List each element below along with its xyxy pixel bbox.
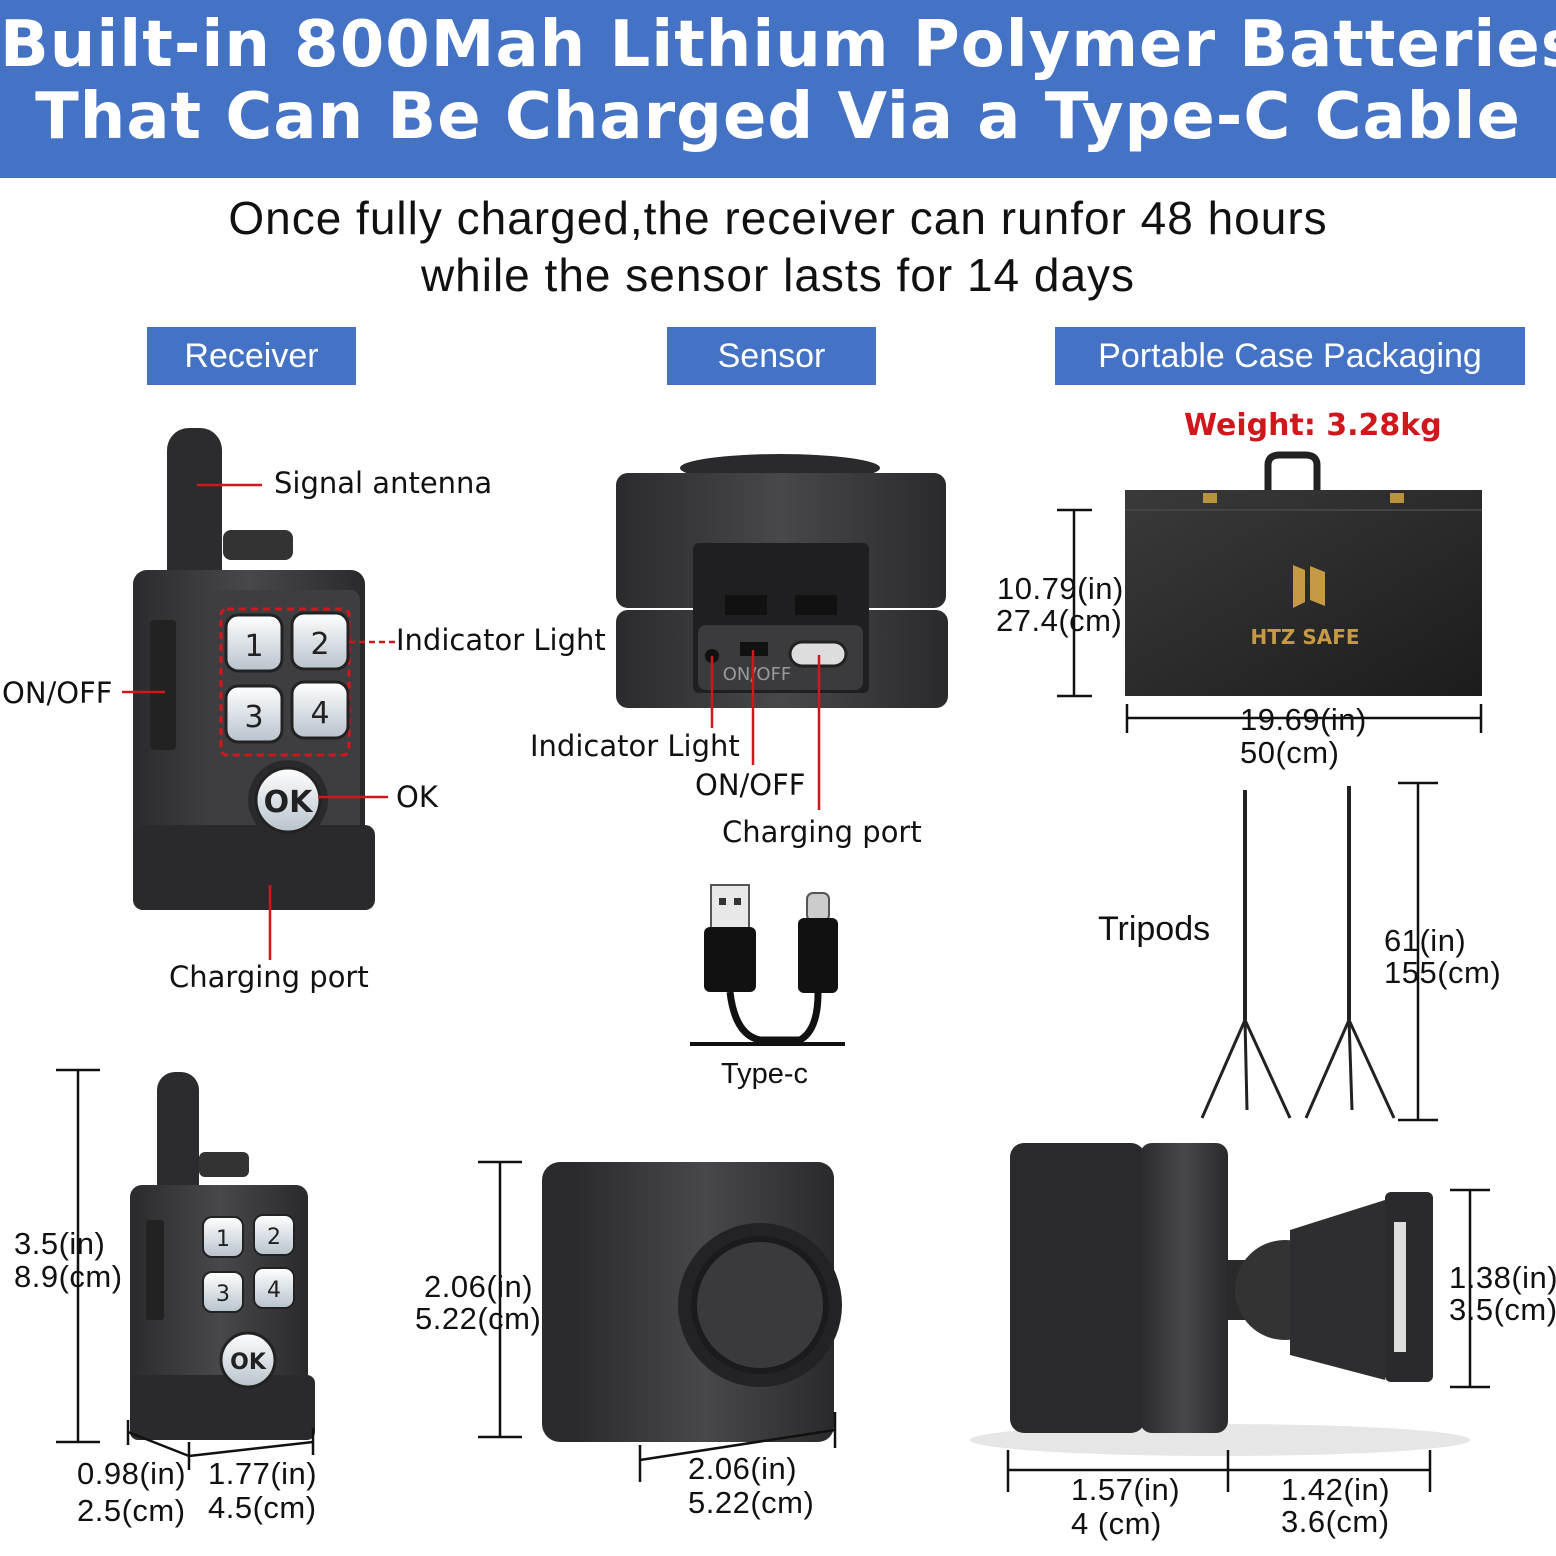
brand-logo bbox=[1293, 565, 1325, 608]
key-4-label: 4 bbox=[310, 696, 329, 731]
key-2-label: 2 bbox=[310, 627, 329, 662]
label-receiver-indicator-light: Indicator Light bbox=[396, 623, 606, 657]
case-height-in: 10.79(in) bbox=[997, 571, 1124, 606]
case-width-cm: 50(cm) bbox=[1240, 735, 1340, 770]
svg-text:1: 1 bbox=[216, 1227, 230, 1252]
tripod-height-cm: 155(cm) bbox=[1384, 955, 1502, 990]
label-sensor-onoff: ON/OFF bbox=[695, 768, 806, 802]
label-signal-antenna: Signal antenna bbox=[274, 466, 493, 500]
receiver-tag: Receiver bbox=[147, 327, 356, 385]
label-receiver-onoff: ON/OFF bbox=[2, 676, 113, 710]
receiver-width-cm: 4.5(cm) bbox=[208, 1490, 317, 1525]
battery-subtitle-line1: Once fully charged,the receiver can runf… bbox=[228, 192, 1328, 244]
case-image: HTZ SAFE bbox=[1125, 451, 1482, 696]
sensor-width-cm: 5.22(cm) bbox=[688, 1485, 815, 1520]
tripod-height-in: 61(in) bbox=[1384, 923, 1467, 958]
case-tag: Portable Case Packaging bbox=[1055, 327, 1525, 385]
receiver-device: 1 2 3 4 OK bbox=[133, 428, 375, 910]
mount-depth-in: 1.42(in) bbox=[1281, 1472, 1391, 1507]
case-weight: Weight: 3.28kg bbox=[1184, 408, 1442, 443]
sensor-width-in: 2.06(in) bbox=[688, 1451, 798, 1486]
label-type-c: Type-c bbox=[721, 1058, 809, 1090]
receiver-antenna bbox=[167, 428, 222, 598]
key-1-label: 1 bbox=[244, 629, 263, 664]
key-3 bbox=[224, 684, 284, 744]
svg-text:2: 2 bbox=[267, 1225, 281, 1250]
battery-subtitle-line2: while the sensor lasts for 14 days bbox=[420, 249, 1136, 301]
banner-title-line2: That Can Be Charged Via a Type-C Cable bbox=[35, 80, 1521, 154]
case-width-in: 19.69(in) bbox=[1240, 702, 1367, 737]
key-4 bbox=[290, 680, 350, 740]
label-tripods: Tripods bbox=[1098, 910, 1211, 948]
key-1 bbox=[224, 613, 284, 673]
label-sensor-indicator-light: Indicator Light bbox=[530, 729, 740, 763]
sensor-device: ON/OFF bbox=[616, 454, 948, 708]
body-depth-in: 1.57(in) bbox=[1071, 1472, 1181, 1507]
sensor-side-image bbox=[970, 1143, 1470, 1456]
label-receiver-ok: OK bbox=[396, 780, 438, 814]
svg-text:3: 3 bbox=[216, 1282, 230, 1307]
receiver-width-in: 1.77(in) bbox=[208, 1456, 318, 1491]
receiver-height-in: 3.5(in) bbox=[14, 1226, 106, 1261]
banner-title-line1: Built-in 800Mah Lithium Polymer Batterie… bbox=[0, 8, 1556, 82]
title-banner: Built-in 800Mah Lithium Polymer Batterie… bbox=[0, 0, 1556, 178]
sensor-tag: Sensor bbox=[667, 327, 876, 385]
svg-text:4: 4 bbox=[267, 1278, 281, 1303]
sensor-onoff-switch bbox=[740, 642, 768, 656]
receiver-clip bbox=[223, 530, 293, 560]
key-2 bbox=[290, 611, 350, 671]
mount-depth-cm: 3.6(cm) bbox=[1281, 1504, 1390, 1539]
sensor-panel-text: ON/OFF bbox=[723, 664, 792, 685]
type-c-cable-image bbox=[690, 884, 845, 1046]
receiver-small-device: 1 2 3 4 OK bbox=[130, 1072, 315, 1440]
svg-text:OK: OK bbox=[230, 1350, 267, 1375]
receiver-height-cm: 8.9(cm) bbox=[14, 1259, 123, 1294]
ok-key bbox=[254, 766, 322, 834]
receiver-depth-in: 0.98(in) bbox=[77, 1456, 187, 1491]
body-depth-cm: 4 (cm) bbox=[1071, 1506, 1162, 1541]
indicator-highlight-box bbox=[219, 607, 351, 757]
sensor-height-cm: 5.22(cm) bbox=[415, 1301, 542, 1336]
receiver-depth-cm: 2.5(cm) bbox=[77, 1493, 186, 1528]
ok-key-label: OK bbox=[264, 785, 315, 820]
mount-height-in: 1.38(in) bbox=[1449, 1260, 1556, 1295]
tripods-image bbox=[1200, 786, 1396, 1119]
sensor-front-image bbox=[542, 1162, 842, 1442]
receiver-stand bbox=[133, 825, 375, 910]
receiver-onoff-switch bbox=[150, 620, 176, 750]
label-receiver-charging-port: Charging port bbox=[169, 960, 369, 994]
label-sensor-charging-port: Charging port bbox=[722, 815, 922, 849]
key-3-label: 3 bbox=[244, 700, 263, 735]
brand-text: HTZ SAFE bbox=[1250, 625, 1359, 649]
sensor-height-in: 2.06(in) bbox=[424, 1269, 534, 1304]
mount-height-cm: 3.5(cm) bbox=[1449, 1292, 1556, 1327]
case-height-cm: 27.4(cm) bbox=[996, 603, 1123, 638]
